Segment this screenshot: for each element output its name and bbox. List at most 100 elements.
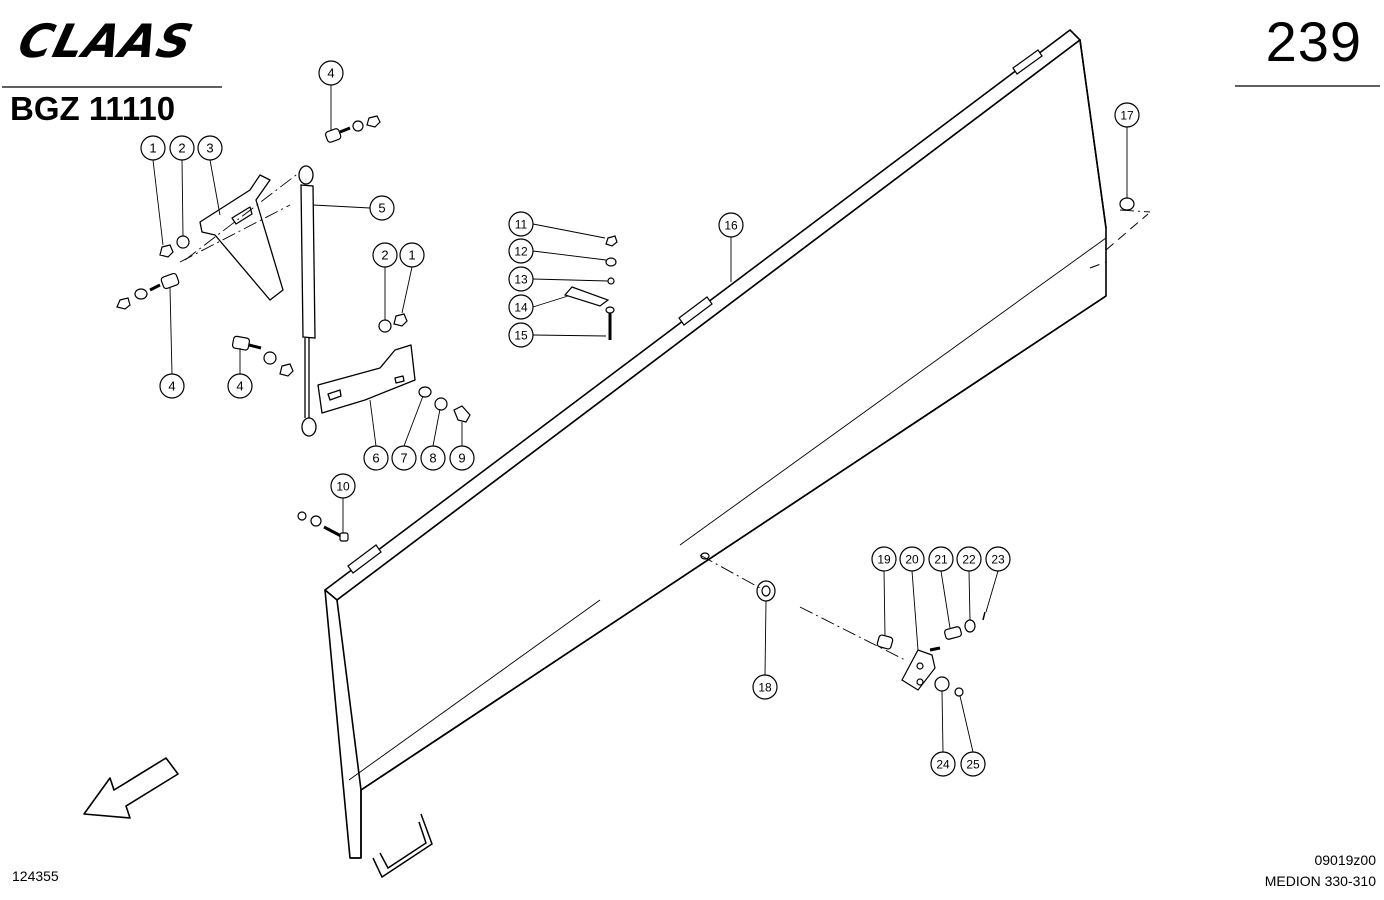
- callout-label: 9: [458, 451, 465, 466]
- callout-3: 3: [197, 135, 223, 161]
- callout-1: 1: [140, 135, 166, 161]
- callout-label: 7: [400, 451, 407, 466]
- callout-1: 1: [399, 242, 425, 268]
- callout-circle: [227, 373, 253, 399]
- callout-15: 15: [508, 322, 534, 348]
- callout-label: 25: [966, 758, 980, 772]
- callout-23: 23: [985, 546, 1011, 572]
- callout-circle: [197, 135, 223, 161]
- callout-circle: [449, 445, 475, 471]
- callout-label: 10: [336, 480, 350, 494]
- callout-circle: [899, 546, 925, 572]
- panel-handle: [372, 813, 433, 879]
- callout-circle: [420, 445, 446, 471]
- callout-circle: [930, 751, 956, 777]
- panel-right-dash: [1089, 213, 1149, 269]
- callout-circle: [318, 60, 344, 86]
- callout-25: 25: [960, 751, 986, 777]
- callout-label: 19: [877, 553, 891, 567]
- callout-19: 19: [871, 546, 897, 572]
- callout-label: 18: [758, 681, 772, 695]
- callout-circle: [399, 242, 425, 268]
- drawing-code: 09019z00: [1314, 852, 1376, 868]
- callout-circle: [508, 238, 534, 264]
- callout-label: 1: [408, 248, 415, 263]
- callout-9: 9: [449, 445, 475, 471]
- callout-24: 24: [930, 751, 956, 777]
- reference-number: 124355: [12, 868, 59, 884]
- callout-label: 4: [327, 66, 334, 81]
- callout-22: 22: [956, 546, 982, 572]
- lower-bracket: [317, 344, 416, 414]
- callout-21: 21: [928, 546, 954, 572]
- callout-4: 4: [227, 373, 253, 399]
- callout-circle: [960, 751, 986, 777]
- callout-label: 4: [168, 379, 175, 394]
- callout-label: 11: [515, 218, 528, 232]
- callout-18: 18: [752, 674, 778, 700]
- callout-label: 17: [1120, 109, 1134, 123]
- model-label: MEDION 330-310: [1264, 873, 1376, 889]
- callout-2: 2: [169, 135, 195, 161]
- group-code: BGZ 11110: [10, 90, 176, 127]
- callout-label: 16: [724, 219, 738, 233]
- callout-5: 5: [369, 195, 395, 221]
- callout-label: 2: [381, 248, 388, 263]
- callout-14: 14: [508, 294, 534, 320]
- callout-circle: [330, 473, 356, 499]
- callout-circle: [159, 373, 185, 399]
- callout-circle: [508, 322, 534, 348]
- callout-20: 20: [899, 546, 925, 572]
- callout-17: 17: [1114, 102, 1140, 128]
- callout-circle: [871, 546, 897, 572]
- leader-lines: [152, 85, 1128, 753]
- callout-circle: [985, 546, 1011, 572]
- callout-circle: [508, 211, 534, 237]
- callout-label: 12: [514, 245, 528, 259]
- callout-13: 13: [508, 266, 534, 292]
- callout-11: 11: [508, 211, 534, 237]
- callout-circle: [956, 546, 982, 572]
- cover-panel: [324, 29, 1107, 859]
- callout-7: 7: [391, 445, 417, 471]
- panel-crease-line: [348, 237, 1107, 781]
- callout-circle: [369, 195, 395, 221]
- direction-arrow-icon: [83, 757, 179, 819]
- callout-16: 16: [718, 212, 744, 238]
- callout-label: 14: [514, 301, 528, 315]
- callout-label: 15: [514, 329, 528, 343]
- callout-label: 6: [372, 451, 379, 466]
- callout-label: 23: [991, 553, 1005, 567]
- callout-circle: [1114, 102, 1140, 128]
- callout-4: 4: [159, 373, 185, 399]
- callout-label: 24: [936, 758, 950, 772]
- callout-circle: [928, 546, 954, 572]
- callout-label: 2: [178, 141, 185, 156]
- callout-circle: [372, 242, 398, 268]
- gas-spring: [298, 165, 317, 437]
- callout-circle: [169, 135, 195, 161]
- callout-label: 22: [962, 553, 976, 567]
- hardware-parts: [116, 115, 1135, 697]
- callout-circle: [718, 212, 744, 238]
- callout-label: 1: [149, 141, 156, 156]
- callout-label: 5: [378, 201, 385, 216]
- callout-circle: [363, 445, 389, 471]
- callout-6: 6: [363, 445, 389, 471]
- upper-bracket: [199, 174, 284, 301]
- page-number: 239: [1265, 10, 1362, 73]
- callout-4: 4: [318, 60, 344, 86]
- callout-10: 10: [330, 473, 356, 499]
- callout-label: 13: [514, 273, 528, 287]
- callout-label: 20: [905, 553, 919, 567]
- callout-label: 8: [429, 451, 436, 466]
- callout-circle: [508, 266, 534, 292]
- callout-circle: [508, 294, 534, 320]
- callout-label: 21: [934, 553, 948, 567]
- callout-2: 2: [372, 242, 398, 268]
- callout-12: 12: [508, 238, 534, 264]
- callout-circle: [391, 445, 417, 471]
